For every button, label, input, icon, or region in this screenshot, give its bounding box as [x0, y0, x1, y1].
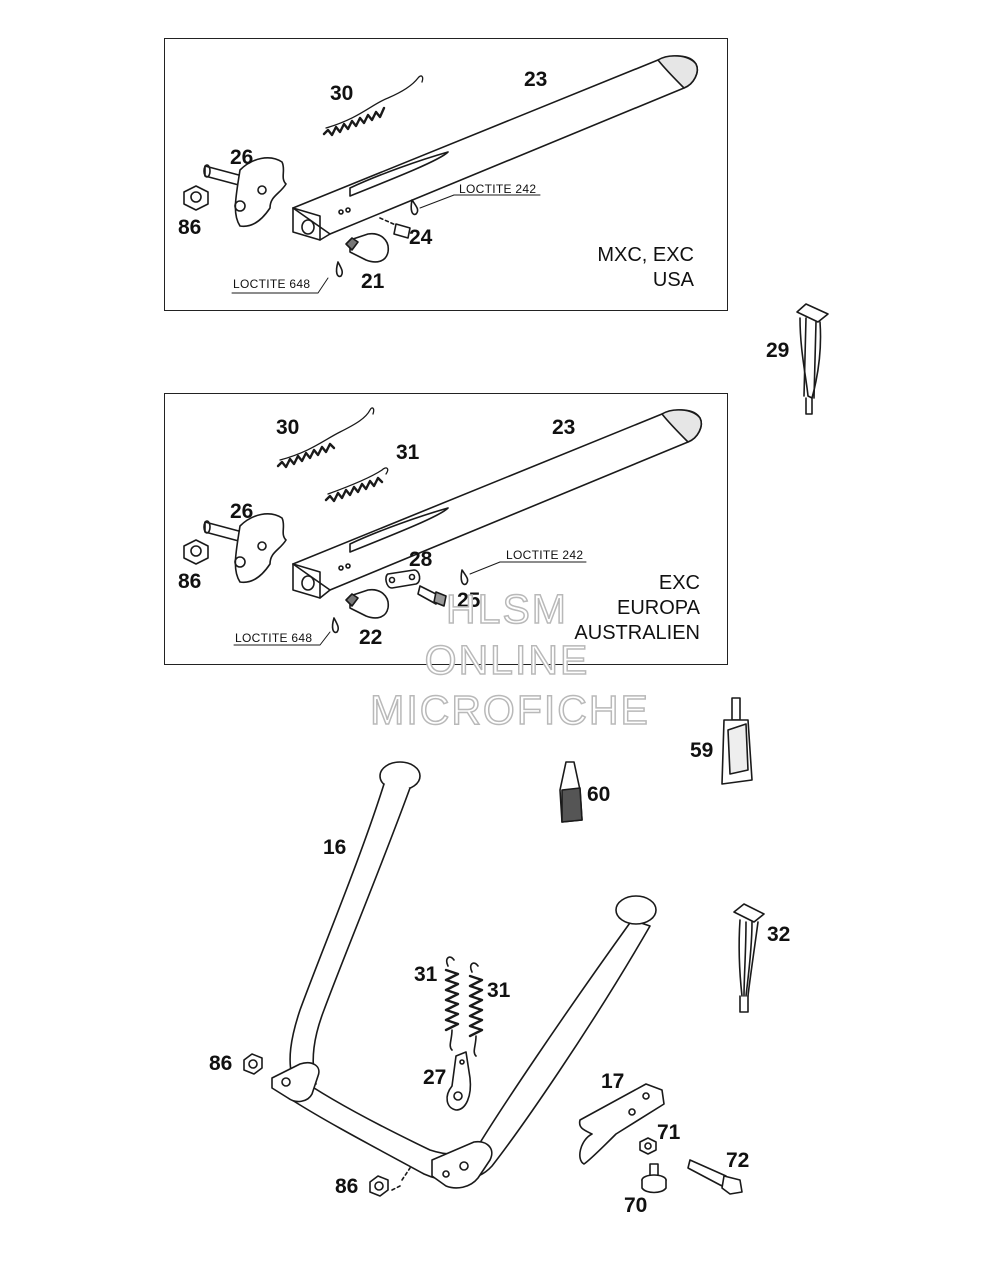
callout-86-stand-lower[interactable]: 86 — [335, 1175, 359, 1198]
side-stand-23b-illustration — [293, 410, 701, 598]
callout-21[interactable]: 21 — [361, 270, 385, 293]
screw-24-illustration — [380, 200, 418, 238]
panel-exc-frame — [164, 393, 728, 665]
loctite-242b-label: LOCTITE 242 — [506, 548, 584, 562]
callout-17[interactable]: 17 — [601, 1070, 625, 1093]
watermark-line3: MICROFICHE — [369, 687, 650, 733]
loctite-648b-label: LOCTITE 648 — [235, 631, 313, 645]
panel-mxc-drawing — [184, 56, 697, 293]
variant-exc-line3: AUSTRALIEN — [574, 622, 700, 644]
callout-31b[interactable]: 31 — [396, 441, 420, 464]
bolt-72-illustration — [688, 1160, 742, 1194]
loctite-60-illustration — [560, 762, 582, 822]
callout-86-stand-upper[interactable]: 86 — [209, 1052, 233, 1075]
spring-31-illustration — [326, 468, 388, 501]
callout-30[interactable]: 30 — [330, 82, 354, 105]
callout-25[interactable]: 25 — [457, 589, 481, 612]
tool-29-illustration — [797, 304, 828, 414]
variant-mxc-line2: USA — [652, 269, 694, 291]
loctite-242-label: LOCTITE 242 — [459, 182, 537, 196]
callout-31-left[interactable]: 31 — [414, 963, 438, 986]
callout-22[interactable]: 22 — [359, 626, 383, 649]
callout-70[interactable]: 70 — [624, 1194, 648, 1217]
callout-60[interactable]: 60 — [587, 783, 611, 806]
callout-23b[interactable]: 23 — [552, 416, 576, 439]
nut-71-illustration — [640, 1138, 656, 1154]
callout-16[interactable]: 16 — [323, 836, 347, 859]
callout-26[interactable]: 26 — [230, 146, 254, 169]
callout-32[interactable]: 32 — [767, 923, 791, 946]
callout-23[interactable]: 23 — [524, 68, 548, 91]
callout-24[interactable]: 24 — [409, 226, 433, 249]
callout-29[interactable]: 29 — [766, 339, 790, 362]
nut-86-illustration — [184, 186, 208, 210]
plate-28-illustration — [386, 570, 420, 588]
loctite-59-illustration — [722, 698, 752, 784]
callout-26b[interactable]: 26 — [230, 500, 254, 523]
variant-exc-line1: EXC — [658, 572, 700, 594]
variant-exc-line2: EUROPA — [617, 597, 700, 619]
springs-31-pair-illustration — [446, 957, 482, 1056]
callout-71[interactable]: 71 — [657, 1121, 681, 1144]
panel-exc-drawing — [184, 408, 701, 645]
callout-28[interactable]: 28 — [409, 548, 433, 571]
main-stand-16-illustration — [272, 762, 656, 1188]
nut-86b-illustration — [184, 540, 208, 564]
watermark-line1: HLSM — [445, 586, 568, 632]
loctite-648-label: LOCTITE 648 — [233, 277, 311, 291]
panel-mxc-frame — [164, 38, 728, 311]
callout-86[interactable]: 86 — [178, 216, 202, 239]
tool-32-illustration — [734, 904, 764, 1012]
bracket-27-illustration — [447, 1052, 470, 1110]
watermark-line2: ONLINE — [424, 637, 590, 683]
holder-17-illustration — [580, 1084, 664, 1164]
callout-72[interactable]: 72 — [726, 1149, 750, 1172]
callout-86b[interactable]: 86 — [178, 570, 202, 593]
bumper-22-illustration — [333, 590, 389, 633]
nut-86c-illustration — [244, 1054, 262, 1074]
callout-27[interactable]: 27 — [423, 1066, 447, 1089]
side-stand-23-illustration — [293, 56, 697, 240]
variant-mxc-line1: MXC, EXC — [597, 244, 694, 266]
screw-25-illustration — [418, 570, 468, 606]
nut-86d-illustration — [370, 1168, 410, 1196]
buffer-70-illustration — [642, 1164, 666, 1193]
pivot-26-illustration — [204, 158, 286, 226]
callout-31-right[interactable]: 31 — [487, 979, 511, 1002]
pivot-26b-illustration — [204, 514, 286, 582]
bumper-21-illustration — [337, 234, 389, 277]
callout-30b[interactable]: 30 — [276, 416, 300, 439]
callout-59[interactable]: 59 — [690, 739, 714, 762]
spring-30b-illustration — [278, 408, 374, 467]
spring-30-illustration — [324, 76, 423, 135]
